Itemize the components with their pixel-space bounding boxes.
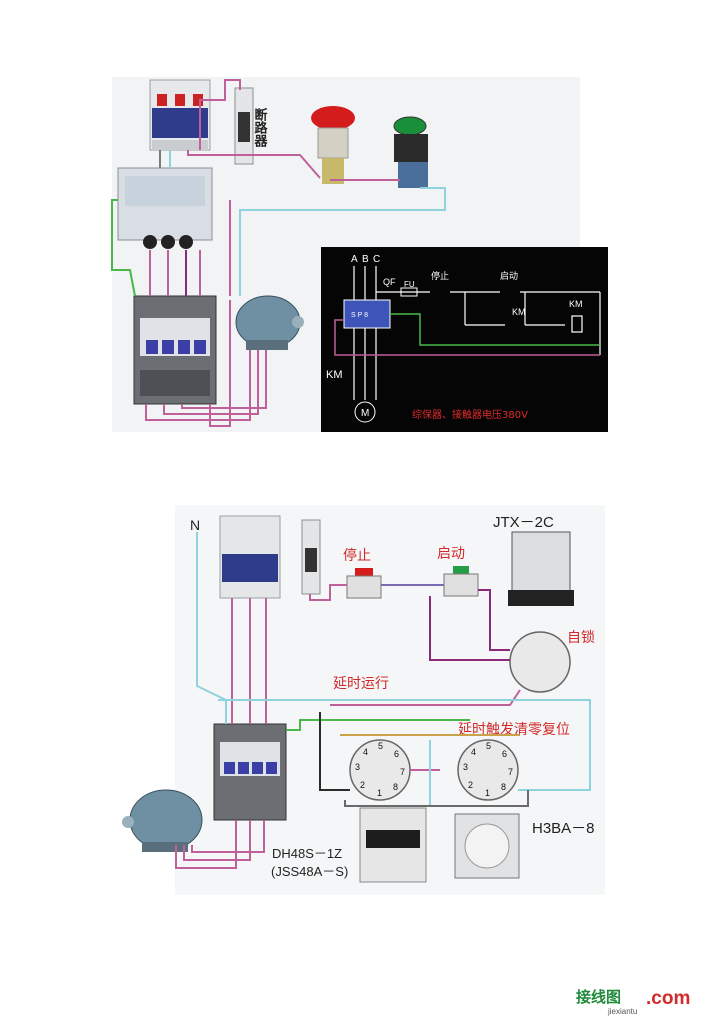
contactor-top [133,295,217,405]
watermark-brand: 接线图 [576,988,621,1006]
timer-socket-right [457,739,519,801]
stop-label-schematic: 停止 [431,270,449,282]
dh48s-label: DH48S－1Z [272,846,342,861]
schematic-panel: A B C QF FU 停止 启动 KM KM KM [321,247,608,432]
right-socket-pin-4: 4 [471,747,476,757]
motor-protector [117,167,213,249]
self-lock-socket [509,631,571,693]
qf-label: QF [383,277,396,287]
motor-label-schematic: M [361,408,369,419]
km-contact-label: KM [512,307,526,317]
schematic-caption: 综保器、接触器电压380V [412,408,528,421]
h3ba-label: H3BA－8 [532,820,595,837]
right-socket-pin-6: 6 [502,749,507,759]
n-label: N [190,517,200,533]
left-socket-pin-6: 6 [394,749,399,759]
top-panel: 断路器 [111,77,608,432]
left-socket-pin-3: 3 [355,762,360,772]
self-lock-label: 自锁 [567,630,595,646]
watermark: 接线图 .com jiexiantu [576,988,690,1016]
right-socket-pin-2: 2 [468,780,473,790]
phase-c-label: C [373,254,380,265]
fu-label: FU [404,280,415,289]
km-coil-label: KM [569,299,583,309]
stop-label: 停止 [343,547,371,564]
left-socket-pin-2: 2 [360,780,365,790]
phase-a-label: A [351,254,358,265]
jss48a-label: (JSS48A－S) [271,864,348,879]
right-socket-pin-5: 5 [486,741,491,751]
start-label: 启动 [437,546,465,562]
right-socket-pin-7: 7 [508,767,513,777]
top-wiring [111,79,446,427]
bottom-stop-button [346,568,382,599]
bottom-three-pole-breaker [219,515,281,599]
single-pole-breaker [234,87,254,165]
bottom-single-pole-breaker [301,519,321,595]
bottom-wiring [175,532,591,869]
jtx-relay [508,531,574,606]
motor-top [235,295,304,350]
watermark-dotcom: .com [646,988,690,1009]
watermark-domain: jiexiantu [607,1007,637,1016]
left-socket-pin-5: 5 [378,741,383,751]
left-socket-pin-4: 4 [363,747,368,757]
bottom-panel: N 停止 启动 JTX－2C 自锁 [122,505,605,895]
red-stop-button [311,106,355,184]
start-label-schematic: 启动 [500,270,518,282]
contactor-bottom [213,723,287,821]
relay-text: S P 8 [351,312,368,319]
delay-run-label: 延时运行 [333,676,389,692]
left-socket-pin-7: 7 [400,767,405,777]
delay-reset-label: 延时触发清零复位 [458,721,570,738]
h3ba-timer [454,813,520,879]
left-socket-pin-1: 1 [377,788,382,798]
right-socket-pin-1: 1 [485,788,490,798]
green-start-button [393,116,428,188]
km-main-label: KM [326,369,343,381]
dh48s-timer [359,807,427,883]
right-socket-pin-3: 3 [463,762,468,772]
jtx-label: JTX－2C [493,514,554,531]
motor-bottom [122,789,203,852]
right-socket-pin-8: 8 [501,782,506,792]
left-socket-pin-8: 8 [393,782,398,792]
breaker-label: 断路器 [252,107,269,148]
phase-b-label: B [362,254,369,265]
